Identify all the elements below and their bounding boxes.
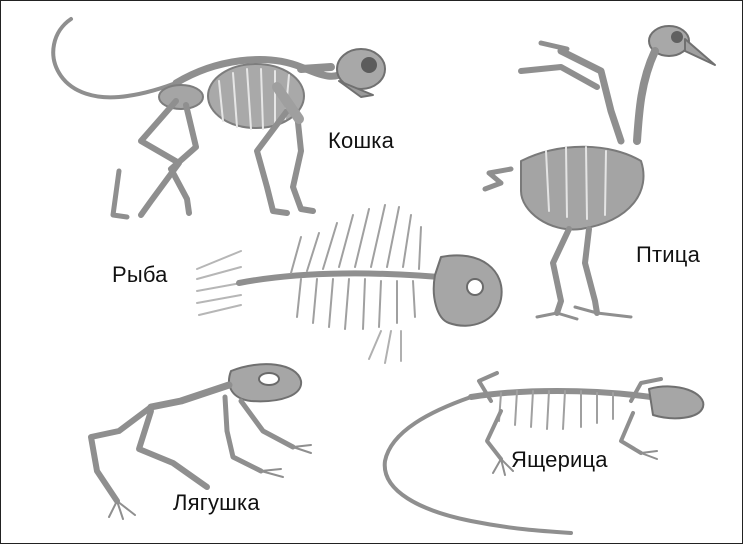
label-cat: Кошка — [328, 128, 394, 154]
fish-skeleton — [197, 205, 502, 363]
label-bird: Птица — [636, 242, 700, 268]
bird-skeleton — [485, 26, 715, 319]
label-fish: Рыба — [112, 262, 168, 288]
label-lizard: Ящерица — [511, 447, 608, 473]
label-frog: Лягушка — [173, 490, 260, 516]
cat-skeleton — [53, 19, 385, 217]
